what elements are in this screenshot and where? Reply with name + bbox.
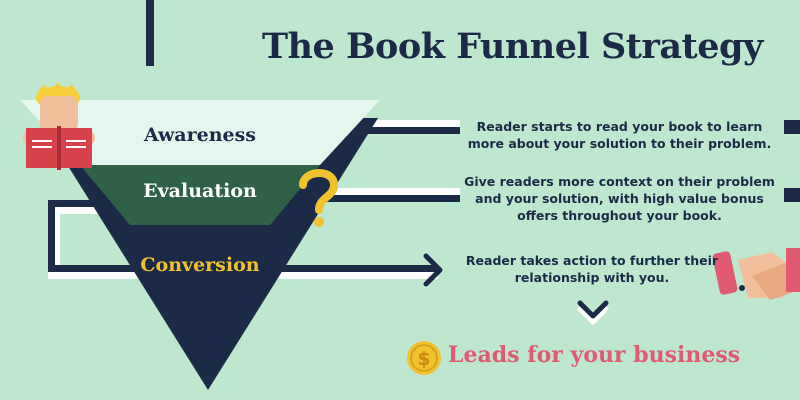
question-mark-icon bbox=[299, 169, 339, 227]
funnel-layer-evaluation bbox=[80, 165, 320, 225]
handshake-icon bbox=[712, 248, 800, 300]
arrow-right-icon bbox=[423, 253, 443, 287]
result-leads-text: Leads for your business bbox=[448, 342, 741, 368]
stage-description-conversion: Reader takes action to further their rel… bbox=[465, 253, 719, 285]
stage-label-awareness: Awareness bbox=[143, 124, 257, 146]
svg-text:$: $ bbox=[417, 348, 430, 370]
stage-description-awareness: Reader starts to read your book to learn… bbox=[467, 119, 772, 151]
chevron-down-icon bbox=[577, 300, 609, 325]
reader-with-book-icon bbox=[23, 82, 95, 170]
page-title: The Book Funnel Strategy bbox=[262, 26, 763, 67]
stage-description-evaluation: Give readers more context on their probl… bbox=[464, 174, 775, 223]
funnel-layer-conversion bbox=[130, 225, 270, 372]
stage-label-conversion: Conversion bbox=[140, 254, 260, 276]
funnel-layer-awareness bbox=[20, 100, 380, 165]
stage-label-evaluation: Evaluation bbox=[143, 180, 257, 202]
dollar-coin-icon: $ bbox=[407, 341, 441, 375]
